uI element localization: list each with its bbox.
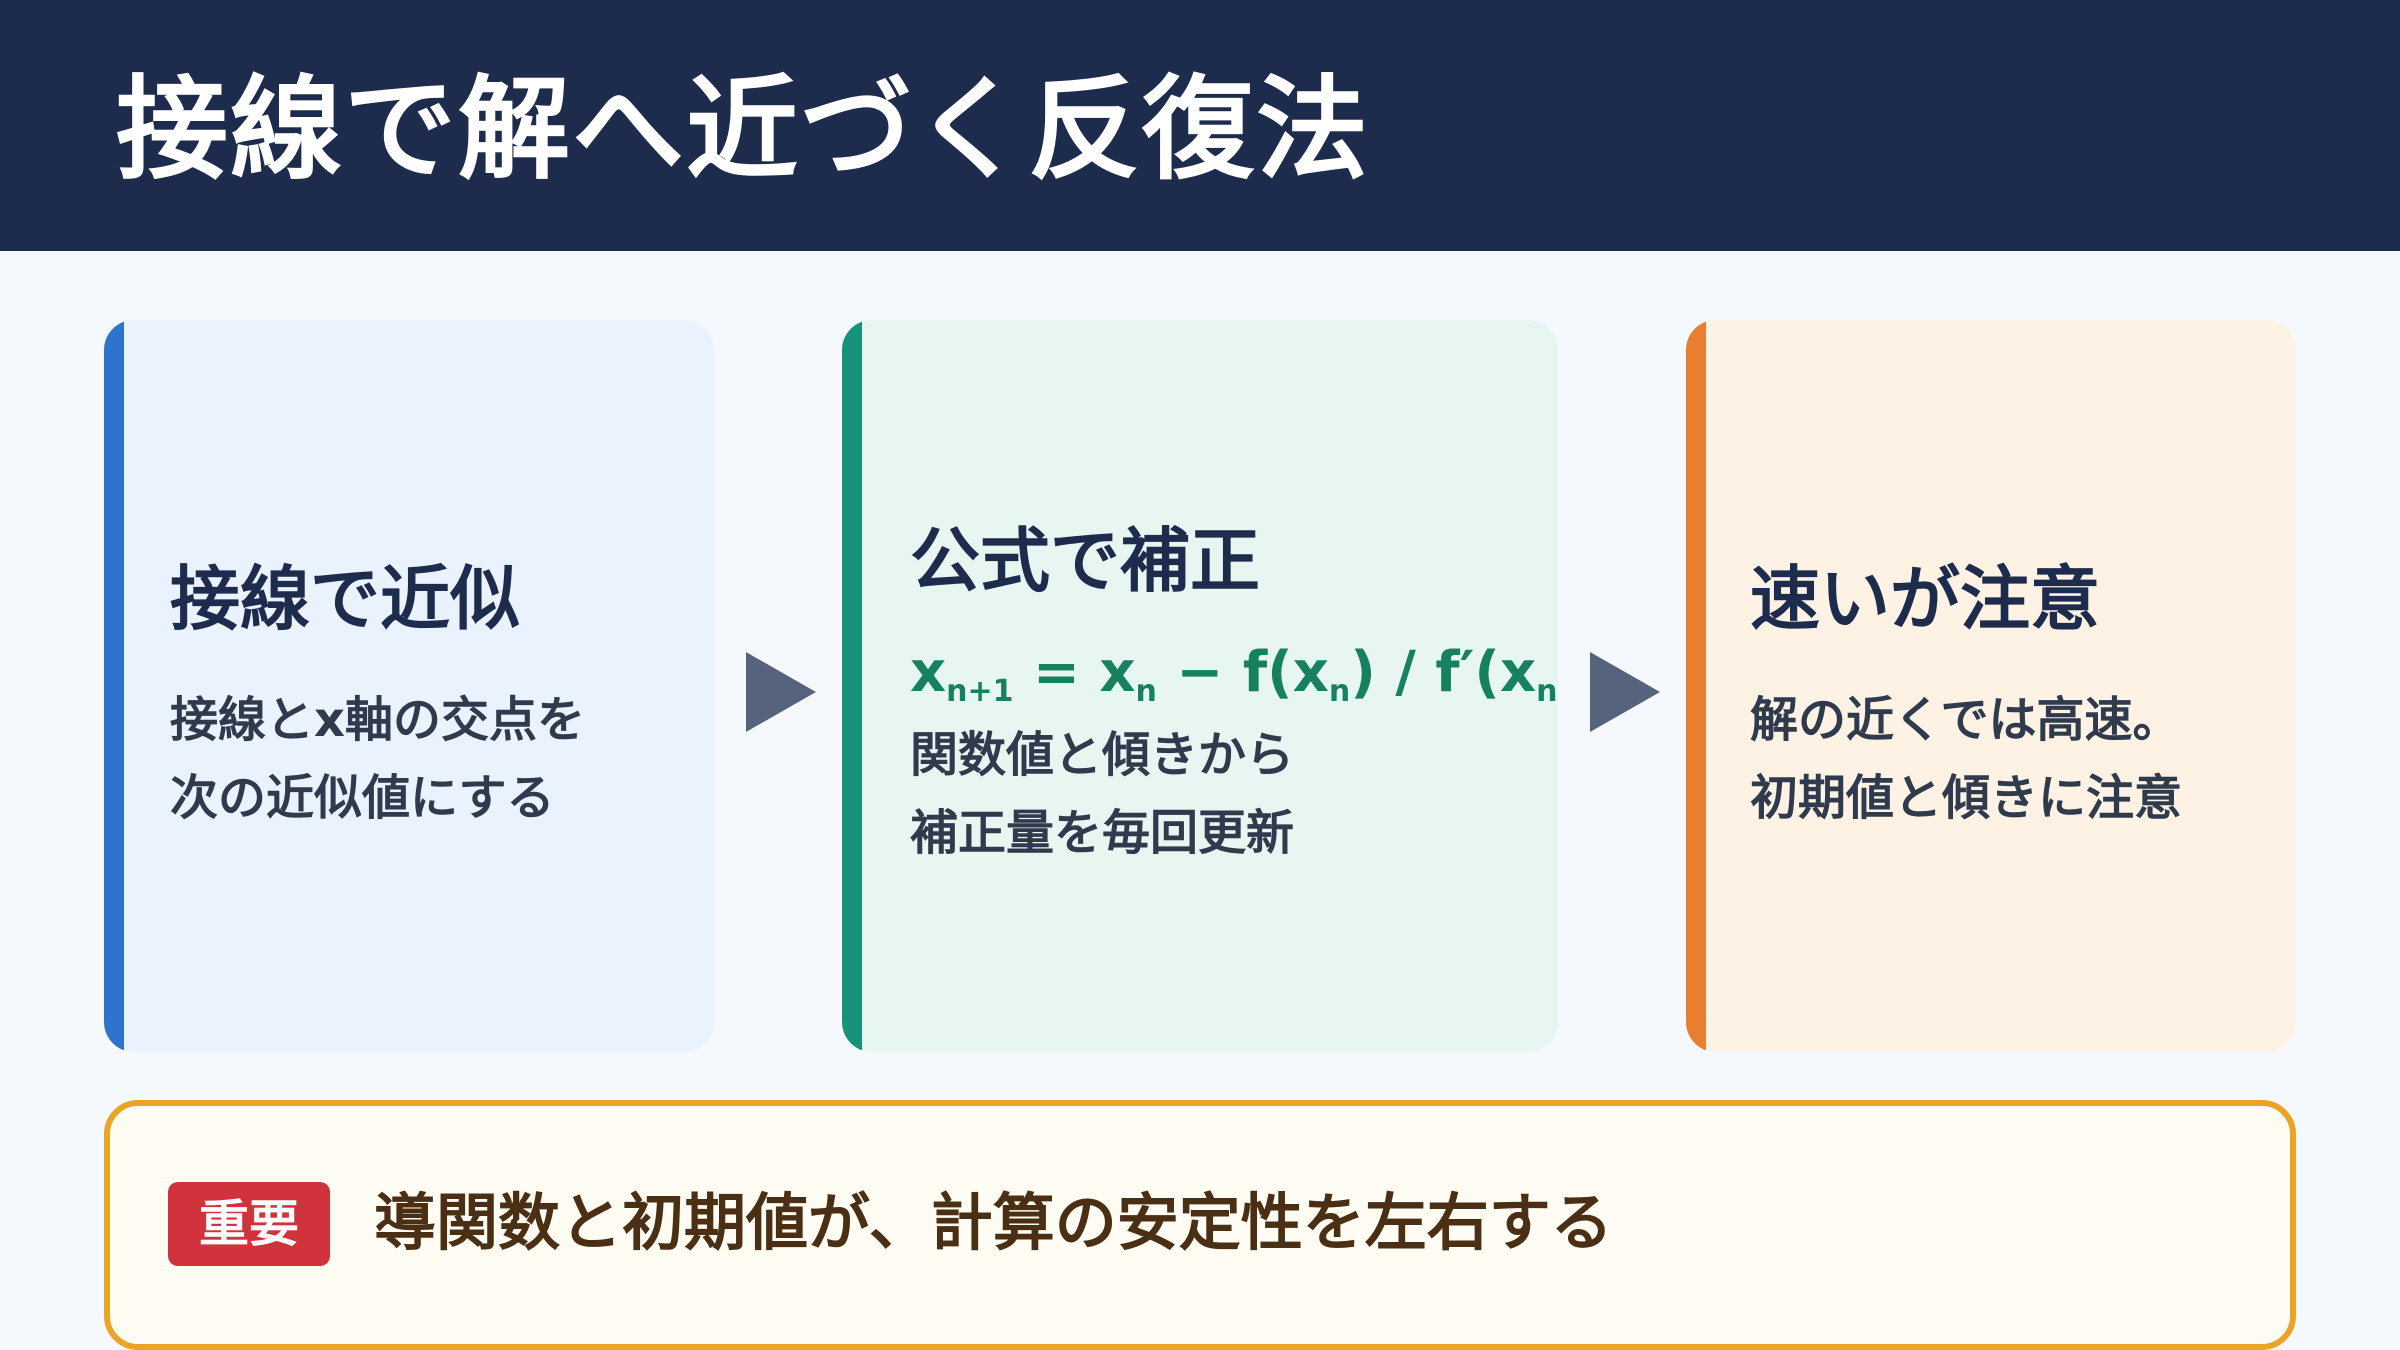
important-badge: 重要 (168, 1182, 330, 1266)
card-body: 接線とx軸の交点を 次の近似値にする (170, 681, 585, 837)
card-body-line: 関数値と傾きから (910, 727, 1295, 783)
card-body: 解の近くでは高速。 初期値と傾きに注意 (1750, 681, 2182, 837)
page-title: 接線で解へ近づく反復法 (116, 65, 1370, 195)
card-heading: 接線で近似 (170, 558, 520, 640)
arrow-right-icon (1590, 652, 1660, 732)
newton-formula: xn+1 = xn − f(xn) / f′(xn) (910, 640, 1558, 709)
card-body-line: 補正量を毎回更新 (910, 805, 1295, 861)
card-heading: 速いが注意 (1750, 558, 2100, 640)
card-body: 関数値と傾きから 補正量を毎回更新 (910, 716, 1294, 872)
step-card-approximate: 接線で近似 接線とx軸の交点を 次の近似値にする (104, 320, 714, 1052)
step-card-formula: 公式で補正 xn+1 = xn − f(xn) / f′(xn) 関数値と傾きか… (842, 320, 1558, 1052)
step-card-caution: 速いが注意 解の近くでは高速。 初期値と傾きに注意 (1686, 320, 2296, 1052)
card-body-line: 解の近くでは高速。 (1750, 692, 2181, 748)
important-note: 重要 導関数と初期値が、計算の安定性を左右する (104, 1100, 2296, 1350)
card-accent-bar (1686, 320, 1706, 1052)
card-body-line: 接線とx軸の交点を (170, 692, 585, 748)
card-body-line: 次の近似値にする (170, 770, 555, 826)
title-banner: 接線で解へ近づく反復法 (0, 0, 2400, 251)
note-text: 導関数と初期値が、計算の安定性を左右する (374, 1186, 1613, 1259)
card-heading: 公式で補正 (910, 520, 1260, 602)
card-accent-bar (104, 320, 124, 1052)
arrow-right-icon (746, 652, 816, 732)
card-accent-bar (842, 320, 862, 1052)
card-body-line: 初期値と傾きに注意 (1750, 770, 2183, 826)
